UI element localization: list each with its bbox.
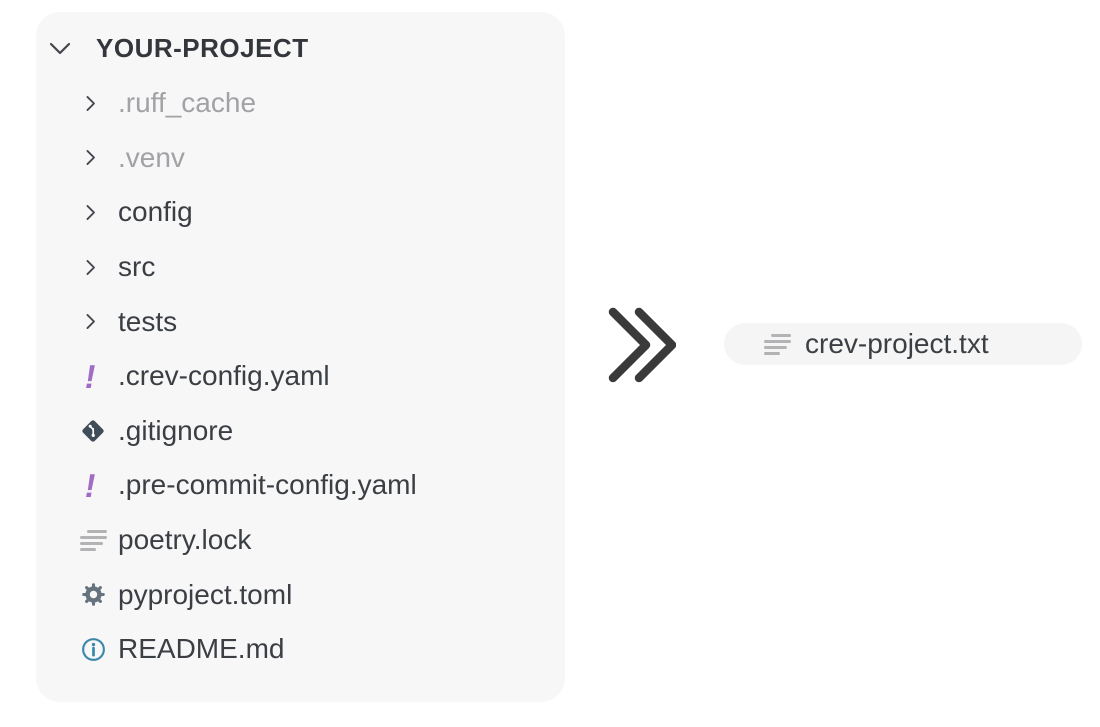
text-lines-icon <box>764 333 791 355</box>
chevron-down-icon <box>46 34 84 62</box>
tree-item-pre-commit-config-yaml[interactable]: .pre-commit-config.yaml <box>36 458 565 513</box>
yaml-exclamation-icon <box>80 360 118 393</box>
tree-item-crev-config-yaml[interactable]: .crev-config.yaml <box>36 349 565 404</box>
tree-item-config[interactable]: config <box>36 185 565 240</box>
tree-item-label: .venv <box>118 141 185 173</box>
tree-item-pyproject-toml[interactable]: pyproject.toml <box>36 567 565 622</box>
yaml-exclamation-icon <box>80 469 118 502</box>
tree-item-label: .ruff_cache <box>118 87 257 119</box>
tree-item-label: README.md <box>118 633 285 665</box>
tree-item-label: src <box>118 251 156 283</box>
tree-item-label: tests <box>118 305 178 337</box>
double-chevron-right-icon <box>606 305 677 385</box>
git-icon <box>80 418 118 444</box>
info-icon <box>80 636 118 663</box>
chevron-right-icon <box>80 257 118 278</box>
tree-item-ruff-cache[interactable]: .ruff_cache <box>36 76 565 131</box>
chevron-right-icon <box>80 147 118 168</box>
tree-item-label: .pre-commit-config.yaml <box>118 469 417 501</box>
chevron-right-icon <box>80 311 118 332</box>
tree-item-poetry-lock[interactable]: poetry.lock <box>36 513 565 568</box>
tree-item-src[interactable]: src <box>36 240 565 295</box>
result-file-chip[interactable]: crev-project.txt <box>724 323 1082 365</box>
result-file-label: crev-project.txt <box>805 328 989 359</box>
file-tree-panel: YOUR-PROJECT .ruff_cache .venv config sr… <box>36 12 565 702</box>
tree-item-readme-md[interactable]: README.md <box>36 622 565 677</box>
tree-item-gitignore[interactable]: .gitignore <box>36 404 565 459</box>
tree-item-tests[interactable]: tests <box>36 294 565 349</box>
tree-root-row[interactable]: YOUR-PROJECT <box>36 20 565 76</box>
tree-root-label: YOUR-PROJECT <box>96 32 309 63</box>
tree-item-label: .gitignore <box>118 414 234 446</box>
tree-item-label: config <box>118 196 193 228</box>
gear-icon <box>80 581 118 608</box>
tree-item-label: .crev-config.yaml <box>118 360 330 392</box>
tree-item-venv[interactable]: .venv <box>36 131 565 186</box>
tree-item-label: pyproject.toml <box>118 578 293 610</box>
tree-item-label: poetry.lock <box>118 524 252 556</box>
text-lines-icon <box>80 529 118 551</box>
chevron-right-icon <box>80 93 118 114</box>
chevron-right-icon <box>80 202 118 223</box>
